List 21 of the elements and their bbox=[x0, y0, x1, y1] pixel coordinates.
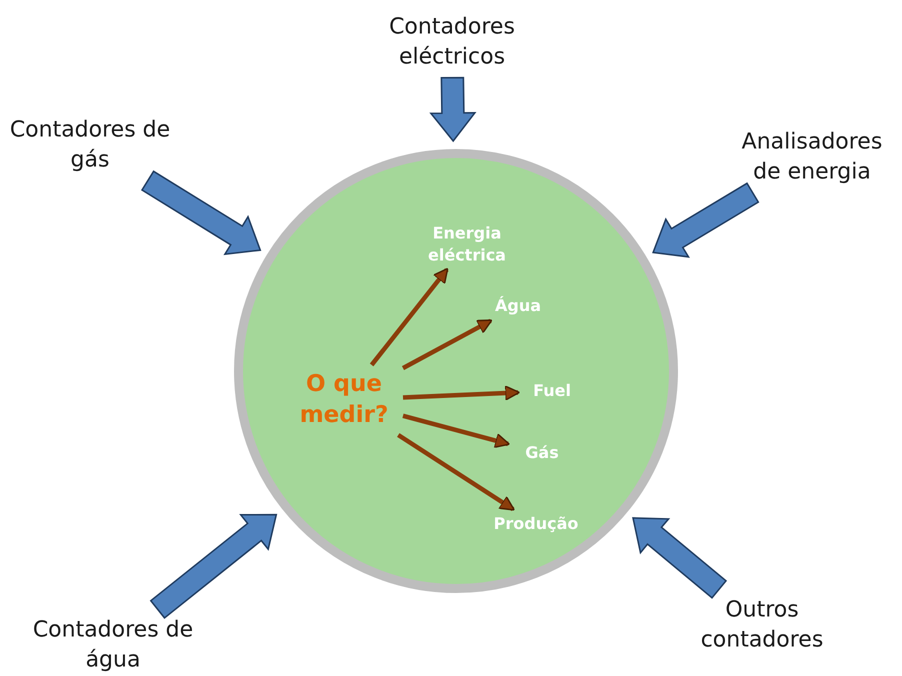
measure-label: Produção bbox=[481, 513, 591, 535]
arrow bbox=[402, 318, 493, 370]
measure-label: Gás bbox=[512, 442, 572, 464]
measure-label: Fuel bbox=[522, 380, 582, 402]
center-question: O que medir? bbox=[289, 368, 399, 432]
block-arrow bbox=[632, 517, 728, 599]
arrow bbox=[402, 385, 520, 401]
meter-label: Contadores de água bbox=[23, 615, 203, 675]
block-arrow bbox=[150, 514, 278, 619]
block-arrow bbox=[429, 76, 476, 142]
arrow bbox=[402, 414, 510, 448]
arrow bbox=[397, 433, 515, 512]
meter-label: Contadores de gás bbox=[0, 115, 180, 175]
block-arrow bbox=[652, 182, 760, 258]
measure-label: Água bbox=[488, 295, 548, 317]
meter-label: Outros contadores bbox=[672, 595, 852, 655]
block-arrow bbox=[140, 170, 262, 256]
arrow bbox=[370, 268, 449, 366]
meter-label: Contadores eléctricos bbox=[357, 12, 547, 72]
measure-label: Energia eléctrica bbox=[412, 222, 522, 266]
meter-label: Analisadores de energia bbox=[727, 127, 897, 187]
